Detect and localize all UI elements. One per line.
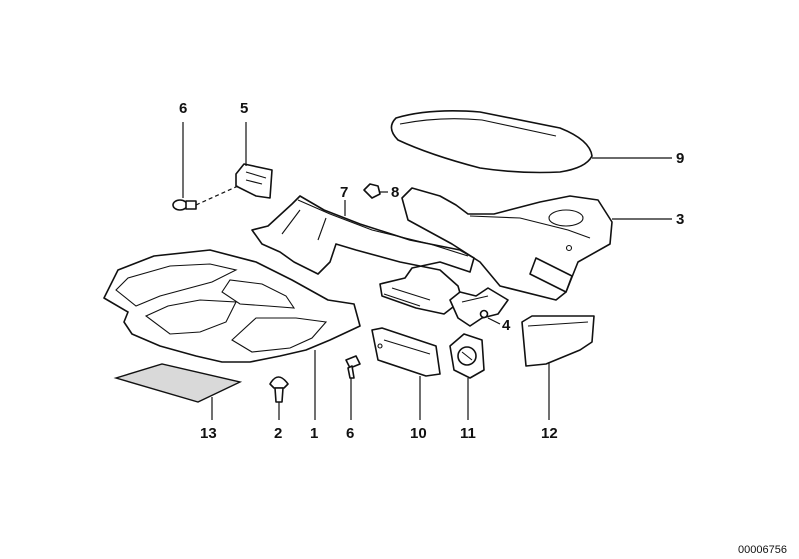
part-12-panel-insert: [521, 315, 595, 367]
part-1-floor-mat: [103, 249, 361, 363]
part-11-access-cover: [449, 333, 485, 379]
part-2-rivet: [269, 376, 289, 403]
callout-10: 10: [410, 425, 427, 442]
part-3-rear-panel: [401, 187, 613, 301]
callout-6-bottom: 6: [346, 425, 354, 442]
part-13-flat-mat: [113, 363, 243, 403]
callout-4: 4: [502, 317, 511, 334]
part-4-bracket: [449, 287, 509, 327]
callout-5: 5: [240, 100, 248, 117]
callout-8: 8: [391, 184, 399, 201]
callout-2: 2: [274, 425, 282, 442]
callout-3: 3: [676, 211, 684, 228]
part-8-nut: [363, 183, 381, 199]
part-6-screw-top: [172, 199, 197, 211]
part-6-screw-bottom: [345, 355, 361, 379]
reference-number: 00006756: [738, 544, 787, 556]
callout-7: 7: [340, 184, 348, 201]
part-5-clip: [235, 163, 273, 199]
callout-11: 11: [460, 425, 476, 442]
part-7-cross-member: [251, 195, 475, 315]
leader-lines: [182, 122, 672, 420]
callout-1: 1: [310, 425, 318, 442]
callout-9: 9: [676, 150, 684, 167]
part-9-shelf-cover: [390, 110, 593, 174]
callout-6-top: 6: [179, 100, 187, 117]
callout-12: 12: [541, 425, 558, 442]
part-10-side-trim: [371, 327, 441, 377]
callout-13: 13: [200, 425, 217, 442]
